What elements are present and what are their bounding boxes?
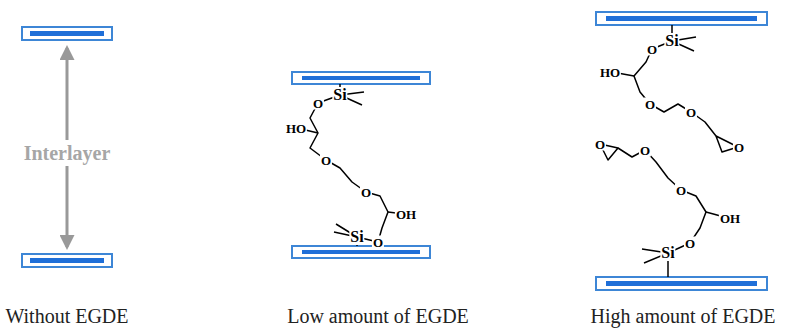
atom-label: O	[320, 154, 332, 167]
atom-label: Si	[660, 245, 675, 261]
atom-label: OH	[719, 212, 741, 225]
atom-label: HO	[285, 122, 307, 135]
panel-caption: High amount of EGDE	[591, 306, 776, 326]
atom-label: O	[594, 138, 606, 151]
atom-label: HO	[599, 66, 621, 79]
atom-label: O	[685, 106, 697, 119]
atom-label: O	[639, 144, 651, 157]
atom-label: O	[372, 236, 384, 249]
dimension-label: Interlayer	[22, 140, 113, 166]
atom-label: O	[312, 97, 324, 110]
atom-label: O	[360, 186, 372, 199]
atom-label: Si	[664, 33, 679, 49]
atom-label: O	[684, 237, 696, 250]
atom-label: O	[644, 98, 656, 111]
chemical-bonds	[297, 25, 738, 277]
panel-caption: Low amount of EGDE	[287, 306, 469, 326]
atom-label: Si	[349, 229, 364, 245]
clay-sheet-core	[30, 16, 757, 286]
clay-sheet	[22, 12, 767, 290]
atom-label: Si	[332, 87, 347, 103]
atom-label: O	[646, 43, 658, 56]
panel-caption: Without EGDE	[5, 306, 128, 326]
atom-label: O	[733, 141, 745, 154]
atom-label: OH	[395, 208, 417, 221]
atom-label: O	[675, 184, 687, 197]
